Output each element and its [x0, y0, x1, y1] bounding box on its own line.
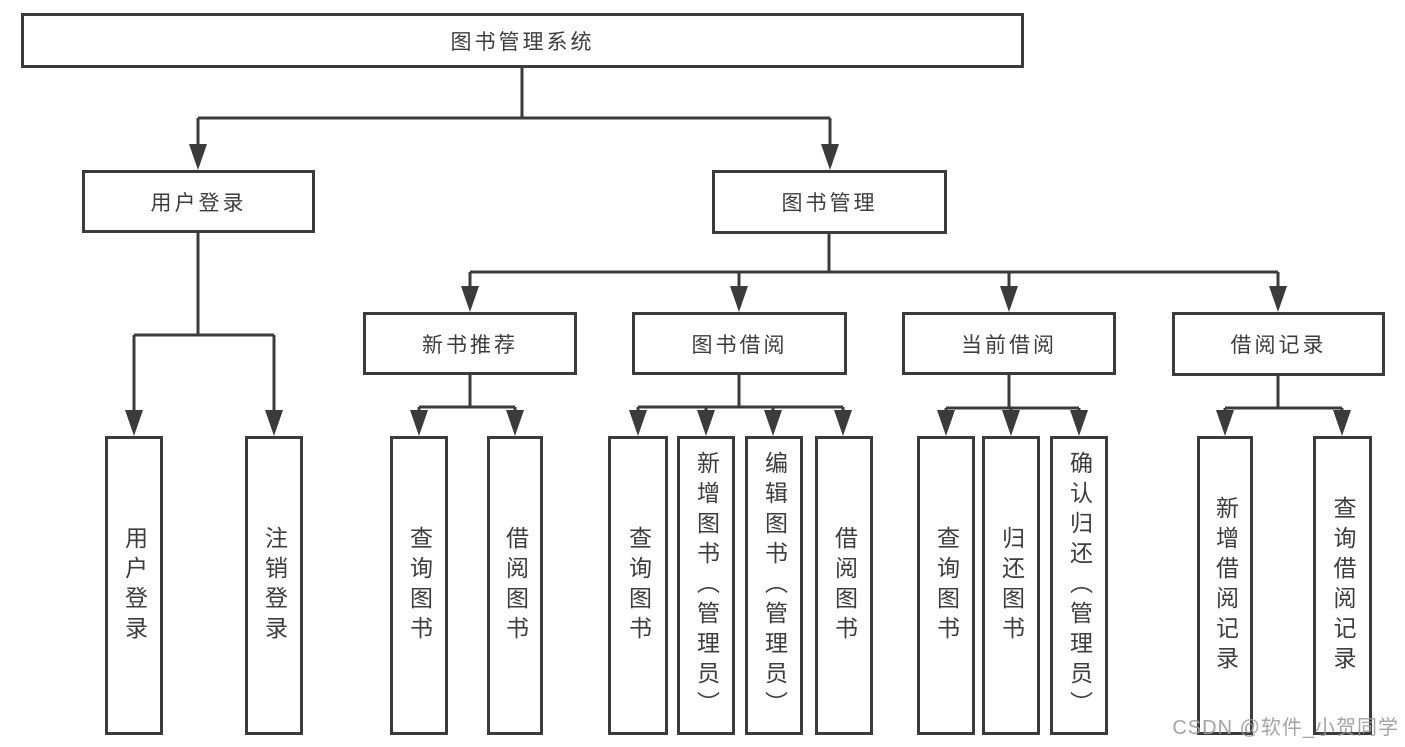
- leaf-add-borrow-record: 新增借阅记录: [1197, 436, 1253, 735]
- leaf-add-book-admin: 新增图书（管理员）: [677, 436, 735, 735]
- node-new-book-recommend: 新书推荐: [363, 312, 577, 375]
- leaf-query-borrow-record: 查询借阅记录: [1313, 436, 1372, 735]
- node-label: 当前借阅: [961, 333, 1057, 357]
- node-label: 借阅记录: [1230, 334, 1327, 357]
- node-label: 图书借阅: [691, 333, 788, 357]
- node-label: 确认归还（管理员）: [1066, 450, 1093, 721]
- node-label: 查询图书: [406, 525, 433, 646]
- leaf-edit-book-admin: 编辑图书（管理员）: [745, 436, 803, 735]
- leaf-logout: 注销登录: [245, 436, 303, 735]
- node-label: 查询图书: [933, 525, 960, 646]
- leaf-user-login: 用户登录: [105, 436, 163, 735]
- node-label: 新增图书（管理员）: [693, 450, 720, 721]
- node-label: 注销登录: [261, 525, 288, 646]
- leaf-query-books-recommend: 查询图书: [390, 436, 448, 735]
- leaf-borrow-books-recommend: 借阅图书: [487, 436, 543, 735]
- node-user-login: 用户登录: [82, 170, 315, 233]
- node-label: 图书管理系统: [450, 30, 595, 54]
- node-label: 图书管理: [781, 192, 878, 215]
- node-borrowing-records: 借阅记录: [1172, 312, 1385, 376]
- node-label: 归还图书: [998, 525, 1025, 646]
- node-label: 用户登录: [121, 525, 148, 646]
- leaf-return-book: 归还图书: [982, 436, 1040, 735]
- node-book-borrowing: 图书借阅: [632, 312, 847, 375]
- leaf-query-books-current: 查询图书: [917, 436, 975, 735]
- node-label: 借阅图书: [831, 525, 858, 646]
- leaf-borrow-books-borrowing: 借阅图书: [815, 436, 873, 735]
- node-label: 新书推荐: [422, 333, 518, 357]
- leaf-query-books-borrowing: 查询图书: [608, 436, 668, 735]
- node-book-management: 图书管理: [712, 170, 947, 234]
- node-label: 新增借阅记录: [1212, 495, 1239, 676]
- node-label: 用户登录: [150, 191, 247, 215]
- node-label: 查询借阅记录: [1330, 495, 1356, 676]
- leaf-confirm-return-admin: 确认归还（管理员）: [1050, 436, 1108, 735]
- node-label: 查询图书: [625, 525, 652, 646]
- node-root: 图书管理系统: [21, 13, 1024, 68]
- node-label: 借阅图书: [502, 525, 529, 646]
- node-current-borrowing: 当前借阅: [902, 312, 1116, 375]
- csdn-watermark: CSDN @软件_小贺同学: [1172, 717, 1399, 739]
- node-label: 编辑图书（管理员）: [761, 450, 788, 721]
